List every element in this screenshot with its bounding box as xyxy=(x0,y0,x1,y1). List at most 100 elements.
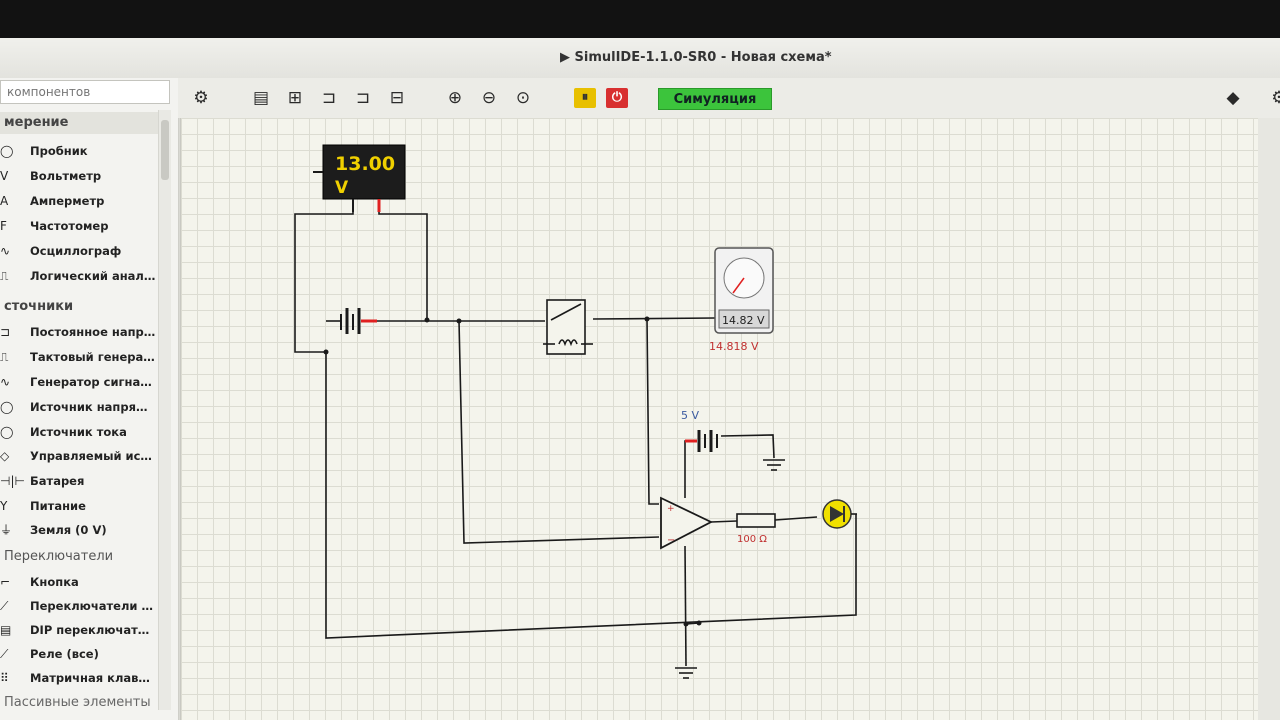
ground-symbol[interactable] xyxy=(763,459,785,471)
gauge-display xyxy=(718,309,770,329)
controlled-source-icon: ◇ xyxy=(0,449,10,463)
component-label: Матричная клав… xyxy=(30,671,150,685)
component-label: Постоянное напр… xyxy=(30,325,156,339)
component-item[interactable]: ⎍ Логический анал… xyxy=(0,264,158,288)
wire[interactable] xyxy=(684,440,697,498)
switch-icon: ⟋ xyxy=(0,599,9,613)
logic-analyzer-icon: ⎍ xyxy=(0,269,9,283)
op-amp[interactable]: + − xyxy=(660,496,714,550)
relay[interactable] xyxy=(543,299,593,355)
open-folder-icon[interactable]: ⊐ xyxy=(321,88,337,108)
component-label: Амперметр xyxy=(30,194,105,208)
new-circuit-icon[interactable]: ▤ xyxy=(252,88,270,108)
component-item[interactable]: ∿Генератор сигна… xyxy=(0,370,158,394)
component-search-input[interactable] xyxy=(0,80,170,104)
component-item[interactable]: A Амперметр xyxy=(0,189,158,213)
component-item[interactable]: ⎍Тактовый генера… xyxy=(0,345,158,369)
category-sources[interactable]: сточники xyxy=(4,299,74,314)
title-bar: ▶ SimulIDE-1.1.0-SR0 - Новая схема* xyxy=(0,38,1280,79)
component-label: Источник тока xyxy=(30,425,127,439)
gauge-needle xyxy=(732,277,745,294)
component-item[interactable]: ◯Источник напря… xyxy=(0,395,158,419)
wire[interactable] xyxy=(378,204,428,320)
voltmeter-icon: V xyxy=(0,169,9,183)
component-item[interactable]: ⠿ Матричная клав… xyxy=(0,666,158,690)
save-icon[interactable]: ⊐ xyxy=(355,88,371,108)
simulation-status[interactable]: Симуляция xyxy=(658,88,772,110)
new-file-icon[interactable]: ⊞ xyxy=(287,88,303,108)
category-measurement[interactable]: мерение xyxy=(0,112,158,134)
component-label: Тактовый генера… xyxy=(30,350,155,364)
wire[interactable] xyxy=(458,320,660,544)
gauge-reading: 14.818 V xyxy=(709,340,759,353)
component-label: Логический анал… xyxy=(30,269,156,283)
component-item[interactable]: ∿Осциллограф xyxy=(0,239,158,263)
component-item[interactable]: ◇Управляемый ис… xyxy=(0,444,158,468)
led[interactable] xyxy=(822,499,857,529)
junctions xyxy=(323,316,702,627)
component-item[interactable]: ▤ DIP переключат… xyxy=(0,618,158,642)
circuit-schematic[interactable]: 13.00 V 14.82 V 14.818 V xyxy=(181,118,1259,720)
component-label: Реле (все) xyxy=(30,647,99,661)
voltmeter-body xyxy=(322,144,406,200)
wire[interactable] xyxy=(294,204,354,353)
circuit-canvas[interactable]: 13.00 V 14.82 V 14.818 V xyxy=(180,118,1259,720)
power-button[interactable]: ⏻ xyxy=(606,88,628,108)
component-item[interactable]: ◯Пробник xyxy=(0,139,158,163)
settings-icon[interactable]: ⚙ xyxy=(1271,88,1280,108)
wire[interactable] xyxy=(325,352,857,639)
component-label: Переключатели … xyxy=(30,599,153,613)
wire[interactable] xyxy=(592,317,716,320)
main-toolbar: ⚙ ▤ ⊞ ⊐ ⊐ ⊟ ⊕ ⊖ ⊙ ⏸ ⏻ Симуляция ◆ ⚙ xyxy=(178,78,1280,118)
analog-gauge[interactable]: 14.82 V 14.818 V xyxy=(709,247,774,353)
component-label: Батарея xyxy=(30,474,85,488)
component-item[interactable]: ◯ Источник тока xyxy=(0,420,158,444)
wire[interactable] xyxy=(684,545,687,667)
component-label: Питание xyxy=(30,499,86,513)
battery-icon: ⊣|⊢ xyxy=(0,474,25,488)
keypad-icon: ⠿ xyxy=(0,671,9,685)
pause-button[interactable]: ⏸ xyxy=(574,88,596,108)
component-panel-scrollbar[interactable] xyxy=(158,110,171,710)
zoom-selection-icon[interactable]: ⊖ xyxy=(481,88,497,108)
category-switches[interactable]: Переключатели xyxy=(4,549,114,564)
category-passive[interactable]: Пассивные элементы xyxy=(4,695,151,710)
component-label: DIP переключат… xyxy=(30,623,150,637)
scrollbar-thumb[interactable] xyxy=(161,120,169,180)
dip-switch-icon: ▤ xyxy=(0,623,12,637)
supply-label: 5 V xyxy=(681,409,699,422)
component-item[interactable]: ⌐Кнопка xyxy=(0,570,158,594)
component-item[interactable]: ⟋Реле (все) xyxy=(0,642,158,666)
resistor[interactable]: 100 Ω xyxy=(736,513,776,545)
window-title: ▶ SimulIDE-1.1.0-SR0 - Новая схема* xyxy=(560,50,832,65)
voltmeter-value: 13.00 xyxy=(335,153,395,175)
component-item[interactable]: ⊣|⊢ Батарея xyxy=(0,469,158,493)
ground-icon: ⏚ xyxy=(0,523,13,537)
wire[interactable] xyxy=(720,434,775,459)
component-item[interactable]: V Вольтметр xyxy=(0,164,158,188)
component-item[interactable]: ⊐Постоянное напр… xyxy=(0,320,158,344)
voltmeter[interactable]: 13.00 V xyxy=(313,144,406,212)
zoom-fit-icon[interactable]: ⊕ xyxy=(447,88,463,108)
battery[interactable] xyxy=(340,308,377,334)
info-icon[interactable]: ◆ xyxy=(1226,88,1240,108)
ground-symbol[interactable] xyxy=(675,667,697,679)
frequency-meter-icon: F xyxy=(0,219,7,233)
component-label: Вольтметр xyxy=(30,169,102,183)
component-item[interactable]: ⏚Земля (0 V) xyxy=(0,518,158,542)
current-source-icon: ◯ xyxy=(0,425,14,439)
component-item[interactable]: ⟋ Переключатели … xyxy=(0,594,158,618)
oscilloscope-icon: ∿ xyxy=(0,244,11,258)
save-as-icon[interactable]: ⊟ xyxy=(389,88,405,108)
zoom-reset-icon[interactable]: ⊙ xyxy=(515,88,531,108)
wire[interactable] xyxy=(710,520,738,523)
wire[interactable] xyxy=(646,318,659,505)
settings-icon[interactable]: ⚙ xyxy=(193,88,209,108)
top-panel xyxy=(0,0,1280,38)
wire[interactable] xyxy=(774,516,818,521)
svg-text:+: + xyxy=(667,504,675,514)
supply-battery[interactable]: 5 V xyxy=(681,409,718,452)
ammeter-icon: A xyxy=(0,194,9,208)
